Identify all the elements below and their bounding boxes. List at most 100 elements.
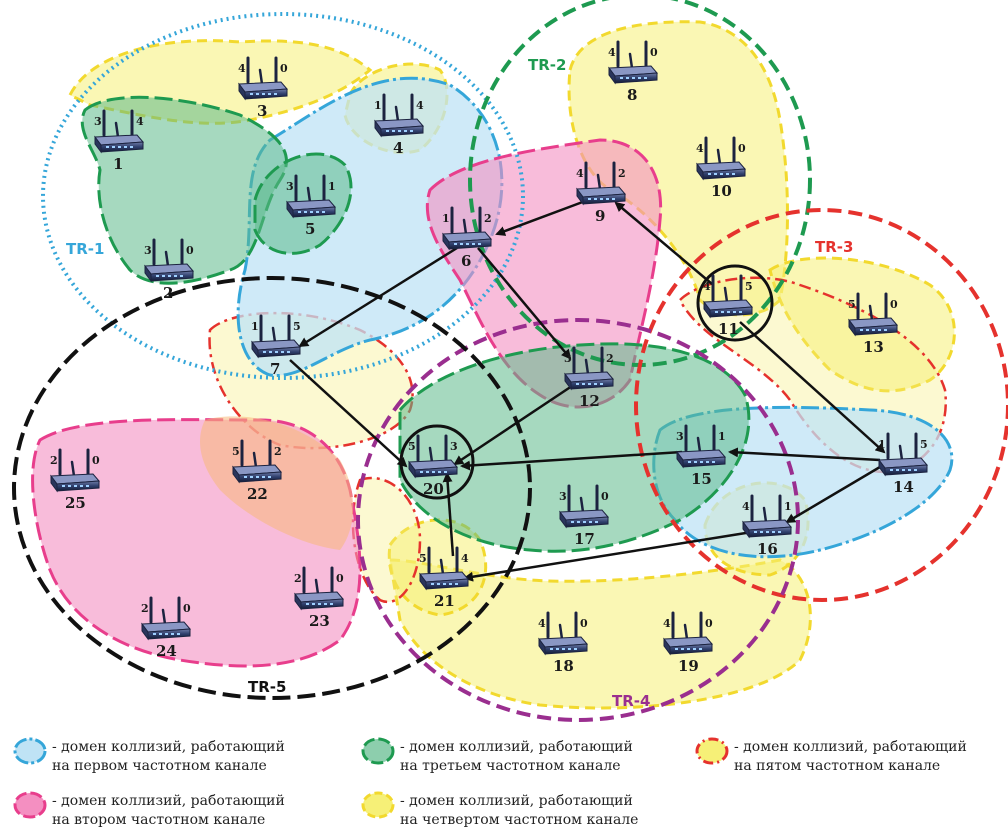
node-number: 13 bbox=[863, 338, 884, 356]
antenna-channel-left: 3 bbox=[676, 430, 684, 443]
antenna-channel-right: 0 bbox=[601, 490, 609, 503]
node-number: 19 bbox=[678, 657, 699, 675]
antenna-channel-right: 5 bbox=[920, 438, 928, 451]
antenna-channel-left: 3 bbox=[559, 490, 567, 503]
antenna-channel-right: 0 bbox=[92, 454, 100, 467]
antenna-channel-left: 3 bbox=[564, 352, 572, 365]
antenna-channel-left: 3 bbox=[144, 244, 152, 257]
wireless-router-icon bbox=[50, 448, 101, 493]
node-number: 8 bbox=[627, 86, 637, 104]
domain-ch4-node21 bbox=[387, 518, 488, 617]
antenna-channel-right: 1 bbox=[784, 500, 792, 513]
antenna-channel-right: 4 bbox=[461, 552, 469, 565]
link-15-to-20 bbox=[460, 450, 683, 471]
domain-ch5-node22 bbox=[200, 416, 354, 550]
wireless-router-icon bbox=[564, 346, 615, 391]
legend-channel4-line2: на четвертом частотном канале bbox=[400, 812, 639, 828]
node-number: 14 bbox=[893, 478, 914, 496]
router-node-4: 1 4 4 bbox=[374, 93, 425, 157]
legend-channel2-line1: - домен коллизий, работающий bbox=[52, 793, 285, 809]
antenna-channel-left: 4 bbox=[576, 167, 584, 180]
antenna-channel-left: 5 bbox=[232, 445, 240, 458]
antenna-channel-left: 4 bbox=[663, 617, 671, 630]
label-tr1: TR-1 bbox=[66, 240, 104, 258]
antenna-channel-right: 5 bbox=[745, 280, 753, 293]
legend-channel5-line2: на пятом частотном канале bbox=[734, 758, 941, 774]
antenna-channel-left: 3 bbox=[94, 115, 102, 128]
antenna-channel-right: 2 bbox=[274, 445, 282, 458]
wireless-router-icon bbox=[408, 434, 459, 479]
region-tr4 bbox=[356, 318, 800, 722]
link-6-to-7 bbox=[298, 246, 458, 348]
wireless-router-icon bbox=[144, 238, 195, 283]
antenna-channel-left: 2 bbox=[50, 454, 58, 467]
domain-ch4-top-right bbox=[567, 20, 789, 317]
antenna-channel-right: 5 bbox=[293, 320, 301, 333]
legend-item-channel5: - домен коллизий, работающий на пятом ча… bbox=[694, 736, 967, 776]
antenna-channel-left: 1 bbox=[442, 212, 450, 225]
antenna-channel-right: 0 bbox=[738, 142, 746, 155]
legend-swatch-channel1 bbox=[13, 737, 47, 765]
node-number: 18 bbox=[553, 657, 574, 675]
node-number: 4 bbox=[393, 139, 403, 157]
legend-item-channel1: - домен коллизий, работающий на первом ч… bbox=[12, 736, 285, 776]
legend-item-channel4: - домен коллизий, работающий на четверто… bbox=[360, 790, 638, 830]
antenna-channel-right: 2 bbox=[606, 352, 614, 365]
antenna-channel-right: 0 bbox=[186, 244, 194, 257]
node-number: 16 bbox=[757, 540, 778, 558]
antenna-channel-left: 1 bbox=[374, 99, 382, 112]
highlight-node-11 bbox=[696, 264, 774, 342]
link-12-to-20 bbox=[453, 384, 573, 466]
antenna-channel-right: 4 bbox=[416, 99, 424, 112]
legend-channel1-line1: - домен коллизий, работающий bbox=[52, 739, 285, 755]
router-node-16: 4 1 16 bbox=[742, 494, 793, 558]
label-tr3: TR-3 bbox=[815, 238, 853, 256]
wireless-router-icon bbox=[238, 56, 289, 101]
label-tr5: TR-5 bbox=[248, 678, 286, 696]
antenna-channel-right: 0 bbox=[336, 572, 344, 585]
domain-ch4-bottom bbox=[388, 558, 812, 710]
link-16-to-21 bbox=[463, 530, 753, 582]
legend: - домен коллизий, работающий на первом ч… bbox=[0, 734, 1008, 838]
node-number: 23 bbox=[309, 612, 330, 630]
link-11-to-9 bbox=[614, 201, 713, 285]
wireless-router-icon bbox=[696, 136, 747, 181]
antenna-channel-right: 1 bbox=[328, 180, 336, 193]
antenna-channel-left: 2 bbox=[141, 602, 149, 615]
node-number: 5 bbox=[305, 220, 315, 238]
wireless-router-icon bbox=[663, 611, 714, 656]
node-number: 7 bbox=[270, 360, 280, 378]
router-node-12: 3 2 12 bbox=[564, 346, 615, 410]
antenna-channel-right: 0 bbox=[650, 46, 658, 59]
antenna-channel-right: 4 bbox=[136, 115, 144, 128]
antenna-channel-right: 0 bbox=[183, 602, 191, 615]
antenna-channel-left: 4 bbox=[238, 62, 246, 75]
node-number: 15 bbox=[691, 470, 712, 488]
antenna-channel-right: 0 bbox=[580, 617, 588, 630]
legend-channel5-line1: - домен коллизий, работающий bbox=[734, 739, 967, 755]
label-tr4: TR-4 bbox=[612, 692, 650, 710]
antenna-channel-left: 4 bbox=[742, 500, 750, 513]
node-number: 20 bbox=[423, 480, 444, 498]
wireless-router-icon bbox=[374, 93, 425, 138]
wireless-router-icon bbox=[232, 439, 283, 484]
label-tr2: TR-2 bbox=[528, 56, 566, 74]
wireless-router-icon bbox=[94, 109, 145, 154]
wireless-router-icon bbox=[848, 292, 899, 337]
antenna-channel-right: 0 bbox=[890, 298, 898, 311]
legend-item-channel2: - домен коллизий, работающий на втором ч… bbox=[12, 790, 285, 830]
node-number: 12 bbox=[579, 392, 600, 410]
